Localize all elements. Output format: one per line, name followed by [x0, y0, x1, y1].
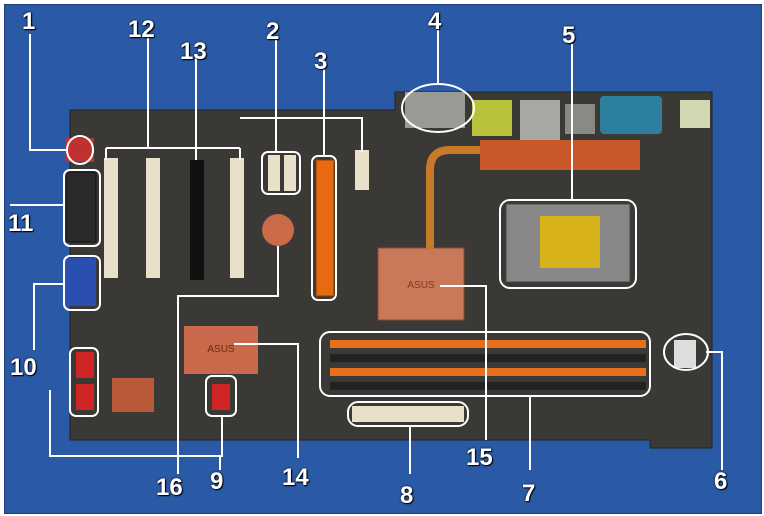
aux-power-connector [674, 340, 696, 368]
callout-number-14: 14 [282, 464, 309, 491]
callout-box-5 [499, 199, 637, 289]
atx-power-connector [352, 406, 464, 422]
serial-port [600, 96, 662, 134]
vrm-heatsink [480, 140, 640, 170]
callout-number-7: 7 [522, 480, 536, 507]
controller-chip [112, 378, 154, 412]
pcie-small-slot-c [355, 150, 369, 190]
rear-io-misc [680, 100, 710, 128]
callout-number-1: 1 [22, 8, 36, 35]
blue-connector [66, 258, 96, 306]
southbridge-marking: ASUS [207, 344, 235, 355]
callout-box-11 [63, 169, 101, 247]
callout-line-9 [49, 390, 223, 470]
callout-number-16: 16 [156, 474, 183, 501]
callout-number-3: 3 [314, 48, 328, 75]
callout-number-8: 8 [400, 482, 414, 509]
cpu-socket-center [540, 216, 600, 268]
pcie-x1-slot [190, 160, 204, 280]
callout-number-2: 2 [266, 18, 280, 45]
callout-line-16 [177, 246, 279, 474]
southbridge-chip [184, 326, 258, 374]
rear-io-lan [520, 100, 560, 140]
callout-number-5: 5 [562, 22, 576, 49]
callout-line-2b [240, 117, 363, 152]
callout-line-15 [440, 285, 487, 440]
rear-io-usb-green [472, 100, 512, 136]
callout-ring-1 [66, 135, 94, 165]
callout-number-13: 13 [180, 38, 207, 65]
dimm-slot-2 [330, 354, 646, 362]
pci-slot-3 [230, 158, 244, 278]
callout-number-10: 10 [10, 354, 37, 381]
callout-box-9a [69, 347, 99, 417]
dimm-slot-4 [330, 382, 646, 390]
callout-number-6: 6 [714, 468, 728, 495]
sata-red-left [66, 138, 94, 162]
pcie-small-slot-b [284, 155, 296, 191]
callout-line-1 [29, 34, 66, 151]
ide-connector [65, 171, 97, 243]
northbridge-heatsink [377, 247, 465, 321]
callout-line-10 [33, 283, 64, 350]
pci-slot-1 [104, 158, 118, 278]
southbridge-fan [262, 214, 294, 246]
rear-io-audio [565, 104, 595, 134]
callout-box-2 [261, 151, 301, 195]
callout-box-8 [347, 401, 469, 427]
rear-io-ps2 [405, 92, 465, 128]
sata-port-right [212, 384, 230, 410]
sata-port-left-2 [76, 384, 94, 410]
callout-line-14 [234, 343, 299, 458]
callout-line-6 [706, 351, 723, 470]
heatpipe [426, 146, 640, 250]
callout-number-15: 15 [466, 444, 493, 471]
callout-number-12: 12 [128, 16, 155, 43]
northbridge-marking: ASUS [407, 280, 435, 291]
pci-slot-2 [146, 158, 160, 278]
callout-number-9: 9 [210, 468, 224, 495]
callout-line-12 [105, 34, 241, 160]
dimm-slot-3 [330, 368, 646, 376]
pcie-x16-slot [315, 159, 335, 297]
callout-number-4: 4 [428, 8, 442, 35]
dimm-slot-1 [330, 340, 646, 348]
pcie-small-slot-a [268, 155, 280, 191]
callout-number-11: 11 [8, 210, 34, 237]
callout-lines [10, 30, 723, 474]
sata-port-left [76, 352, 94, 378]
